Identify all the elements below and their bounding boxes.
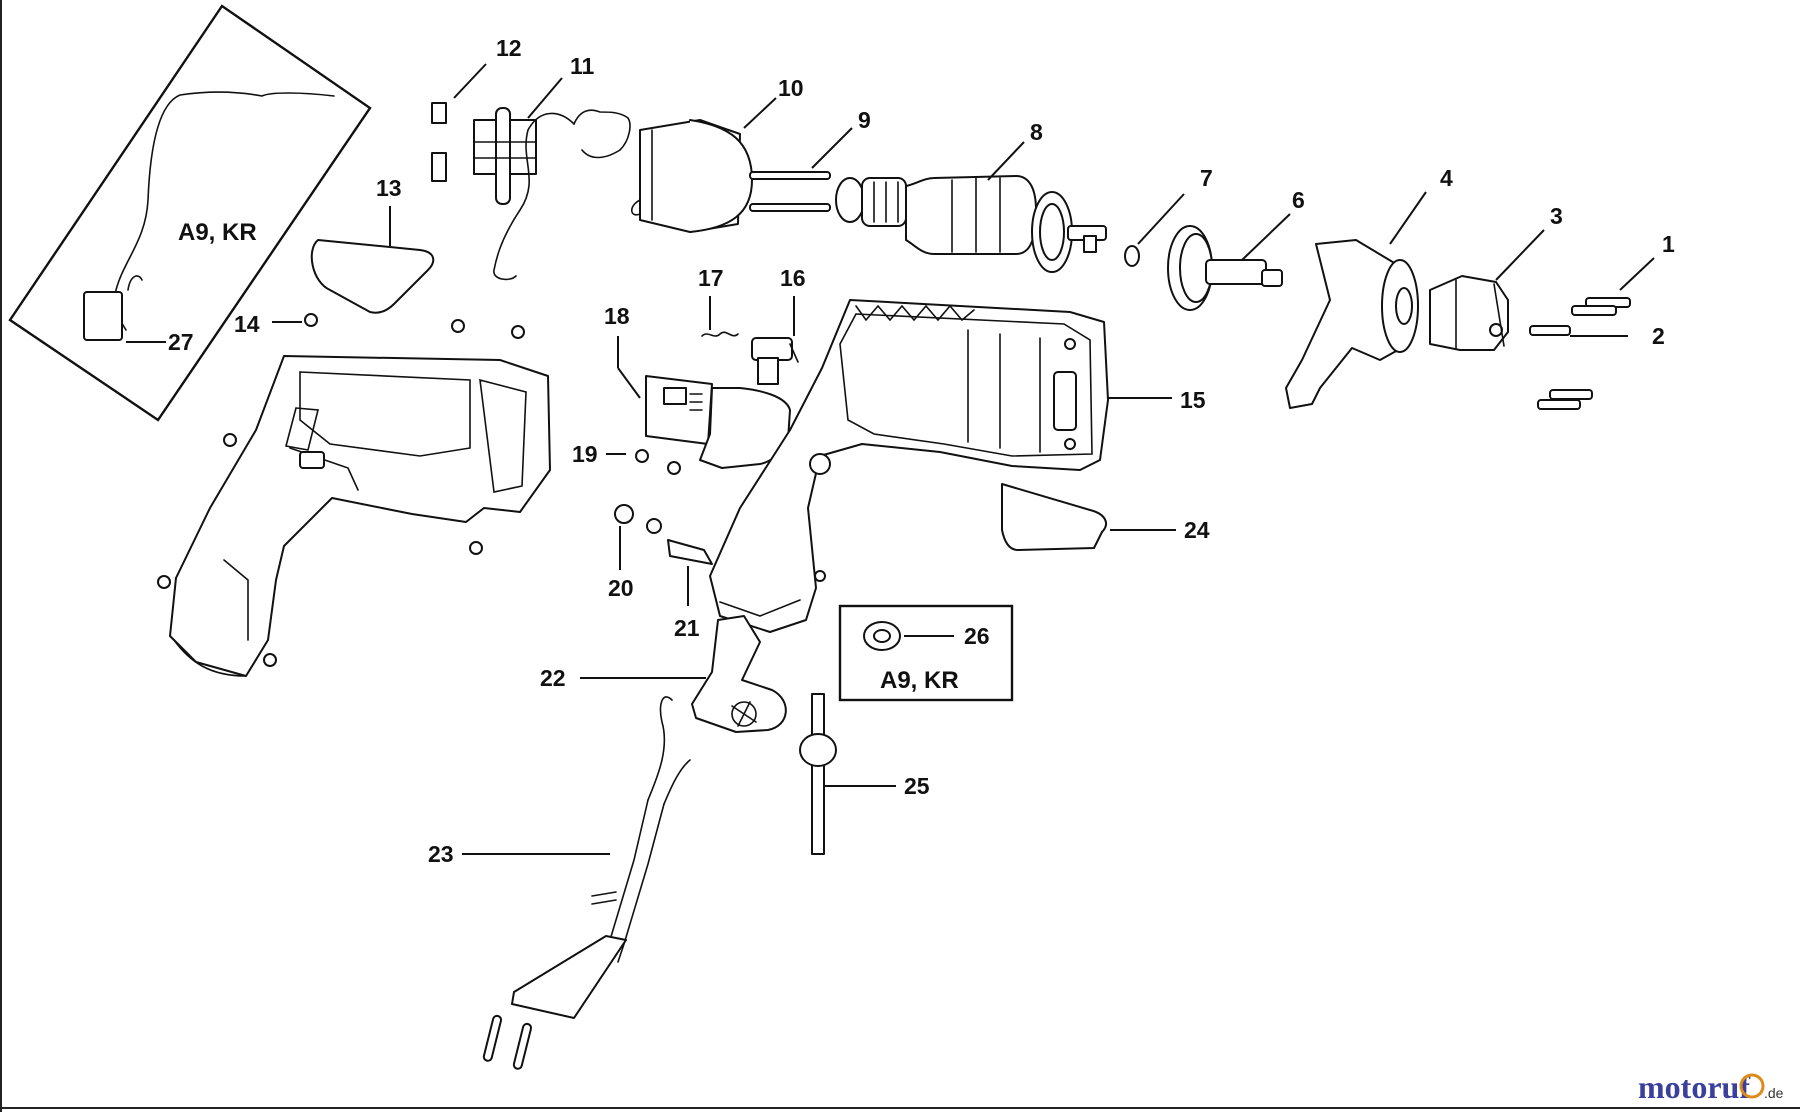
cable-clamp-21 xyxy=(667,539,713,565)
spring-17 xyxy=(701,331,739,337)
callout-20: 20 xyxy=(608,575,634,601)
field-coil-10 xyxy=(493,109,753,281)
callout-11: 11 xyxy=(570,53,595,79)
callout-18: 18 xyxy=(604,303,630,329)
callout-16: 16 xyxy=(780,265,806,291)
callout-6: 6 xyxy=(1292,187,1305,213)
callout-19: 19 xyxy=(572,441,598,467)
label-plate-13 xyxy=(310,239,435,314)
callouts: 1 2 3 4 6 7 8 9 10 11 12 13 14 15 16 17 … xyxy=(168,35,1675,867)
variant-box-label-2: A9, KR xyxy=(880,667,959,694)
callout-21: 21 xyxy=(674,615,700,641)
callout-8: 8 xyxy=(1030,119,1043,145)
callout-14: 14 xyxy=(234,311,260,337)
callout-25: 25 xyxy=(904,773,930,799)
screw-2 xyxy=(1529,325,1571,336)
watermark-logo: motoruf .de xyxy=(1638,1069,1784,1105)
watermark-suffix: .de xyxy=(1764,1085,1784,1101)
callout-7: 7 xyxy=(1200,165,1213,191)
callout-12: 12 xyxy=(496,35,522,61)
callout-22: 22 xyxy=(540,665,566,691)
variant-box-bottom: A9, KR xyxy=(838,604,1014,702)
capacitor-27 xyxy=(83,291,123,341)
housing-half-right xyxy=(709,299,1109,633)
housing-half-left xyxy=(169,355,551,677)
callout-2: 2 xyxy=(1652,323,1665,349)
gear-shaft-6 xyxy=(1167,225,1283,311)
switch-lever-16 xyxy=(751,337,799,385)
callout-24: 24 xyxy=(1184,517,1210,543)
bolts-chuck xyxy=(1537,389,1593,410)
gear-housing-4 xyxy=(1285,239,1419,409)
callout-27: 27 xyxy=(168,329,194,355)
screws-14 xyxy=(157,313,525,667)
callout-13: 13 xyxy=(376,175,402,201)
grommet-20 xyxy=(614,504,662,534)
callout-23: 23 xyxy=(428,841,454,867)
variant-box-top-left: A9, KR xyxy=(8,4,372,422)
label-plate-24 xyxy=(1001,483,1107,551)
armature-8 xyxy=(835,175,1107,273)
callout-15: 15 xyxy=(1180,387,1206,413)
screws-9 xyxy=(749,171,831,212)
callout-4: 4 xyxy=(1440,165,1453,191)
variant-box-label-1: A9, KR xyxy=(178,219,257,246)
sleeve-25 xyxy=(799,693,837,855)
screws-1 xyxy=(1571,297,1631,316)
screws-19 xyxy=(635,449,681,475)
power-cord-23 xyxy=(482,696,691,1070)
switch-18 xyxy=(645,375,791,469)
strain-relief-22 xyxy=(691,615,787,733)
callout-9: 9 xyxy=(858,107,871,133)
callout-1: 1 xyxy=(1662,231,1675,257)
callout-17: 17 xyxy=(698,265,724,291)
callout-3: 3 xyxy=(1550,203,1563,229)
callout-10: 10 xyxy=(778,75,804,101)
carbon-brushes-12 xyxy=(431,102,447,182)
washer-7 xyxy=(1124,245,1140,267)
callout-26: 26 xyxy=(964,623,990,649)
drill-chuck-3 xyxy=(1429,275,1509,351)
leader-lines xyxy=(272,63,1655,855)
watermark-badge-icon xyxy=(1739,1073,1765,1099)
watermark-brand: motoruf xyxy=(1638,1069,1750,1105)
